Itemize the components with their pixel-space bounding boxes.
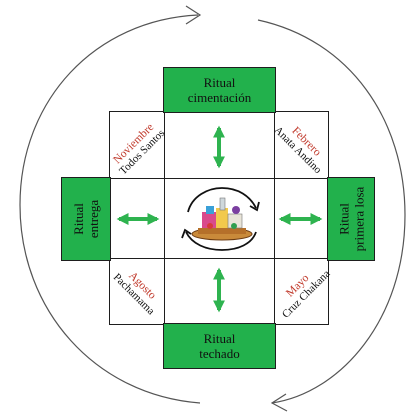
ritual-top-line2: cimentación (187, 90, 252, 105)
cycle-arrowhead-top (185, 5, 202, 25)
cycle-arc-left (19, 14, 201, 404)
small-cycle-arc-bottom (185, 231, 257, 251)
cycle-arrowhead-bottom (270, 393, 288, 412)
ritual-bottom-line2: techado (199, 346, 240, 361)
ritual-box-left: Ritual entrega (61, 177, 111, 261)
offering-plate-icon (181, 187, 260, 251)
grid-cell-top-left (109, 111, 166, 180)
ritual-box-bottom: Ritual techado (163, 323, 276, 369)
ritual-box-top: Ritual cimentación (163, 67, 276, 113)
ritual-bottom-line1: Ritual (203, 331, 236, 346)
cycle-arc-right (257, 19, 406, 404)
small-cycle-arc-top (187, 187, 257, 213)
ritual-box-right: Ritual primera losa (327, 177, 375, 261)
ritual-top-line1: Ritual (203, 75, 236, 90)
grid-cell-bottom-right (274, 258, 329, 325)
